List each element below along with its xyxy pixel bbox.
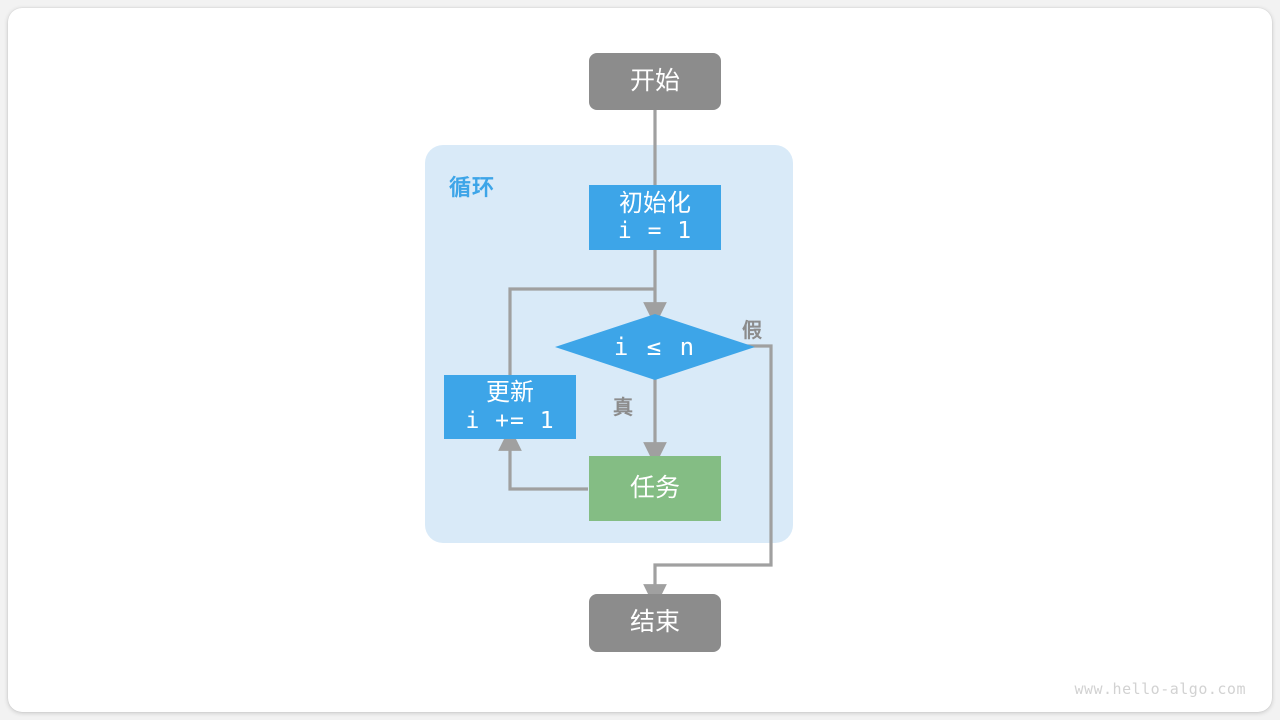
watermark: www.hello-algo.com (1074, 680, 1246, 698)
node-task-label: 任务 (629, 473, 680, 502)
node-init[interactable]: 初始化 i = 1 (589, 185, 721, 250)
edge-label-false: 假 (742, 320, 762, 342)
node-task[interactable]: 任务 (589, 456, 721, 521)
flowchart-diagram: 循环 开始 初始化 i (8, 8, 1272, 712)
node-init-line1: 初始化 (619, 189, 691, 217)
loop-group-label: 循环 (449, 175, 496, 200)
edge-label-true: 真 (613, 397, 633, 419)
node-decision[interactable]: i ≤ n (555, 314, 755, 380)
node-update[interactable]: 更新 i += 1 (444, 375, 576, 439)
node-update-line1: 更新 (486, 379, 534, 407)
node-decision-label: i ≤ n (613, 333, 697, 361)
node-start-label: 开始 (629, 66, 680, 95)
node-start[interactable]: 开始 (589, 53, 721, 110)
node-update-line2: i += 1 (465, 407, 555, 434)
node-end-label: 结束 (629, 608, 680, 637)
diagram-card: 循环 开始 初始化 i (8, 8, 1272, 712)
node-end[interactable]: 结束 (589, 594, 721, 652)
node-init-line2: i = 1 (617, 218, 693, 245)
